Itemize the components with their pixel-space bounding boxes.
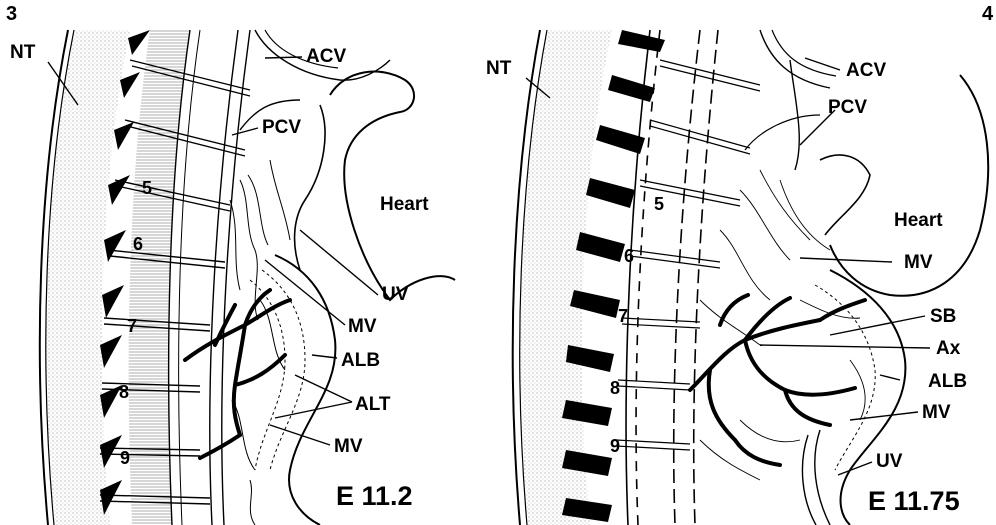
neural-tube-band (47, 30, 130, 525)
somite-number-7-left: 7 (127, 316, 137, 336)
somite-number-5-right: 5 (654, 194, 664, 214)
label-alt-left: ALT (355, 394, 391, 415)
label-uv-right: UV (876, 451, 903, 472)
label-acv-left: ACV (306, 46, 346, 67)
panel-right: 4 NT ACV PCV Heart MV SB Ax ALB MV UV E … (486, 3, 994, 525)
somite-number-7-right: 7 (618, 306, 628, 326)
label-alb-left: ALB (341, 350, 380, 371)
stage-label-right: E 11.75 (868, 486, 960, 516)
panel-number-3: 3 (6, 3, 17, 25)
label-mv-lower-left: MV (334, 436, 363, 457)
label-mv-lower-right: MV (922, 402, 951, 423)
label-acv-right: ACV (846, 60, 886, 81)
capillary-plexus-right (700, 170, 865, 480)
label-nt-left: NT (10, 42, 36, 63)
label-sb-right: SB (930, 306, 956, 327)
somite-number-8-left: 8 (119, 382, 129, 402)
somite-number-6-left: 6 (133, 234, 143, 254)
panel-left: 3 NT ACV PCV Heart UV MV ALB ALT MV E 11… (6, 3, 455, 525)
somite-number-8-right: 8 (610, 378, 620, 398)
label-pcv-right: PCV (828, 97, 867, 118)
label-mv-upper-right: MV (904, 252, 933, 273)
paraxial-columns-right (626, 30, 718, 525)
stage-label-left: E 11.2 (336, 481, 413, 511)
pcv-vessel-right (745, 115, 820, 150)
panel-number-4: 4 (982, 3, 994, 25)
label-mv-upper-left: MV (348, 316, 377, 337)
label-nt-right: NT (486, 58, 512, 79)
capillary-plexus (230, 160, 290, 525)
heart-outline (330, 72, 455, 300)
axial-vessel-tree (185, 290, 290, 458)
axial-vessel-tree-right (690, 295, 865, 465)
label-alb-right: ALB (928, 371, 967, 392)
label-heart-left: Heart (380, 194, 429, 215)
somite-number-6-right: 6 (624, 246, 634, 266)
somite-number-5-left: 5 (142, 178, 152, 198)
intersegmental-vessels-right (616, 60, 760, 450)
label-ax-right: Ax (936, 338, 961, 359)
label-pcv-left: PCV (262, 117, 301, 138)
somite-number-9-left: 9 (120, 448, 130, 468)
label-uv-left: UV (382, 284, 409, 305)
somite-number-9-right: 9 (610, 436, 620, 456)
acv-vessel-right (760, 30, 830, 88)
label-heart-right: Heart (894, 210, 943, 231)
